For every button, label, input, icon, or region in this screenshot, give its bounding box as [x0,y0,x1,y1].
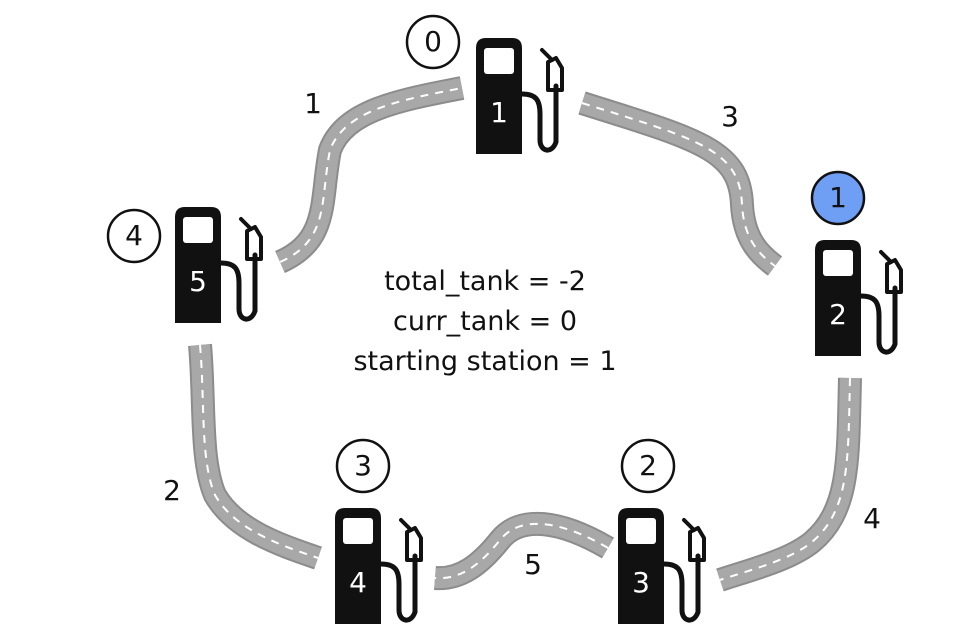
road-2-3 [434,511,615,591]
road-center-line [434,522,609,580]
road-center-line [719,377,851,581]
station-4: 45 [106,207,263,323]
station-3: 34 [335,438,423,624]
gas-pump-icon [175,207,263,323]
road-0-1 [578,91,783,276]
station-index-label: 3 [354,449,372,482]
road-center-line [581,102,776,267]
road-cost-label: 2 [163,474,181,507]
station-index-bubble [405,14,461,70]
station-gas-label: 5 [189,265,207,298]
station-index-label: 1 [829,181,847,214]
gas-pump-icon [618,508,706,624]
station-index-bubble [620,438,676,494]
station-gas-label: 4 [349,566,367,599]
road-surface [434,513,614,589]
road-3-4 [188,343,322,570]
status-panel: total_tank = -2 curr_tank = 0 starting s… [330,262,640,382]
station-gas-label: 1 [490,96,508,129]
road-cost-label: 1 [304,87,322,120]
road-4-0 [274,76,465,273]
road-center-line [279,87,463,263]
gas-pump-icon [815,240,903,356]
station-index-bubble [810,170,866,226]
station-gas-label: 3 [632,566,650,599]
station-1: 12 [810,170,903,356]
road-surface [716,377,860,590]
road-cost-label: 5 [524,548,542,581]
station-index-bubble [106,208,162,264]
road-center-line [199,344,319,559]
station-index-label: 0 [424,25,442,58]
road-cost-label: 3 [721,100,739,133]
road-surface [579,93,782,275]
roads [188,76,862,592]
road-1-2 [716,377,862,592]
road-cost-label: 4 [863,502,881,535]
gas-pump-icon [476,38,564,154]
road-costs: 3 4 5 2 1 [163,87,881,581]
curr-tank-text: curr_tank = 0 [392,306,578,337]
station-index-label: 4 [125,219,143,252]
total-tank-text: total_tank = -2 [384,266,586,297]
station-index-label: 2 [639,449,657,482]
starting-station-text: starting station = 1 [353,346,617,377]
station-gas-label: 2 [829,298,847,331]
station-0: 01 [405,14,564,154]
road-surface [190,344,322,568]
station-2: 23 [618,438,706,624]
gas-pump-icon [335,508,423,624]
station-index-bubble [335,438,391,494]
